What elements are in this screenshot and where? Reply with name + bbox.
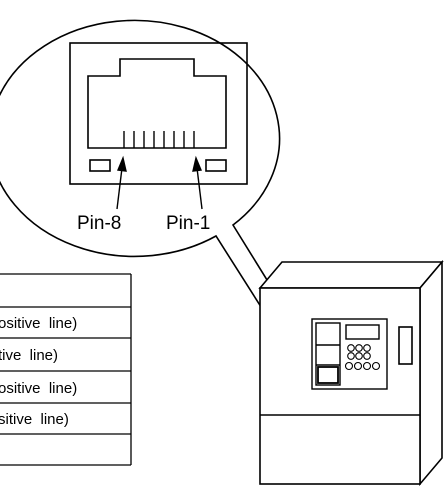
operator-keypad	[344, 344, 381, 371]
drive-side-face	[419, 259, 443, 487]
led-left	[89, 159, 111, 172]
keypad-button	[353, 361, 363, 371]
pin-arrows	[116, 155, 203, 210]
pin1-arrow-head	[192, 155, 203, 172]
callout-balloon	[0, 19, 299, 365]
pin8-arrow-head	[116, 155, 127, 172]
pin-table	[0, 273, 132, 466]
pin1-label: Pin-1	[166, 213, 210, 234]
keypad-button	[371, 361, 381, 371]
table-cell-4: ositive line)	[0, 380, 77, 397]
table-cell-2: ositive line)	[0, 315, 77, 332]
keypad-button	[347, 344, 355, 352]
table-cell-5: sitive line)	[0, 411, 69, 428]
keypad-button	[344, 361, 354, 371]
rj45-jack	[69, 42, 248, 185]
pin8-label: Pin-8	[77, 213, 121, 234]
callout-outline	[0, 19, 299, 365]
keypad-button	[363, 352, 371, 360]
keypad-button	[362, 361, 372, 371]
jack-opening	[87, 58, 227, 149]
drive-top-face	[258, 261, 444, 289]
keypad-button	[355, 352, 363, 360]
led-right	[205, 159, 227, 172]
rj45-port-highlight	[317, 366, 339, 384]
keypad-button	[347, 352, 355, 360]
drive-operator-panel	[311, 318, 388, 390]
pin-table-cells: ositive line) tive line) ositive line) s…	[0, 315, 77, 428]
pin1-arrow-shaft	[196, 167, 203, 210]
keypad-button	[363, 344, 371, 352]
drive-side-handle	[398, 326, 413, 365]
pin8-arrow-shaft	[116, 167, 123, 210]
table-cell-3: tive line)	[0, 347, 58, 364]
keypad-button	[355, 344, 363, 352]
operator-display	[345, 324, 380, 340]
jack-contacts	[123, 131, 195, 148]
jack-outer-frame	[69, 42, 248, 185]
